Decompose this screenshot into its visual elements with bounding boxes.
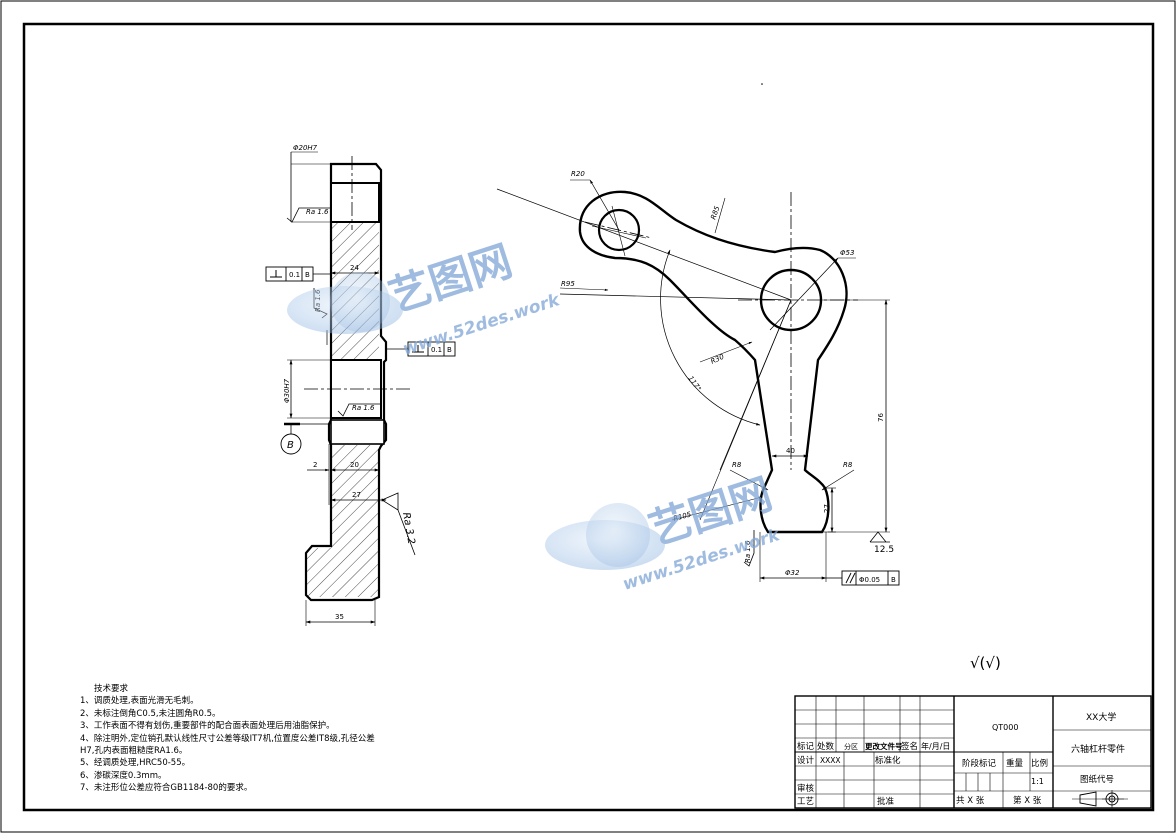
perp-tolerance-frame: 0.1 B: [265, 266, 331, 282]
tb-company: XX大学: [1086, 711, 1116, 723]
perp-tol-datum: B: [305, 271, 310, 279]
tb-review: 审核: [797, 783, 815, 794]
dim-20-label: 20: [350, 461, 359, 469]
tb-process: 工艺: [797, 797, 814, 807]
side-section-view: Φ20H7 Ra 1.6 0.1 B 24 Ra 1.6: [265, 144, 456, 626]
bore-lower-label: Φ30H7: [283, 378, 291, 403]
tb-sign: 签名: [901, 741, 918, 752]
rough-bottom-label: Ra 1.6: [744, 540, 752, 563]
rough-right-symbol: [869, 531, 890, 543]
r105-leader: [671, 496, 763, 521]
tb-drawing-code: QT000: [992, 723, 1018, 732]
tech-title: 技术要求: [94, 684, 129, 694]
rough-bore-lower-symbol: [337, 403, 381, 417]
rough-bottom-symbol: [743, 530, 755, 567]
rough-side-symbol: [381, 492, 416, 556]
rough-bore-lower-label: Ra 1.6: [352, 404, 375, 412]
tb-date: 年/月/日: [921, 741, 950, 751]
tech-item: 3、工作表面不得有划伤,重要部件的配合面表面处理后用油脂保护。: [80, 721, 335, 732]
lower-groove: [330, 419, 385, 445]
r85-leader: [714, 197, 726, 234]
dim-24-label: 24: [350, 264, 359, 272]
par-tol-value: Φ0.05: [859, 576, 880, 584]
perp-tol-value: 0.1: [289, 271, 300, 279]
hatch-foot: [307, 548, 331, 597]
rough-right-label: 12.5: [874, 545, 894, 555]
dim-76-label: 76: [877, 413, 885, 422]
r8-left-label: R8: [732, 461, 742, 469]
watermark-sphere-2: [586, 503, 650, 567]
perp-tol-right-datum: B: [447, 346, 452, 354]
perp-tolerance-frame-right: 0.1 B: [386, 341, 456, 357]
r30-label: R30: [709, 353, 725, 366]
tech-item: 6、渗碳深度0.3mm。: [80, 770, 167, 781]
tb-zone: 分区: [844, 742, 858, 751]
tb-sheet-no: 第 X 张: [1013, 795, 1042, 806]
tb-change-doc: 更改文件号: [865, 741, 903, 751]
tb-mark: 标记: [797, 741, 815, 752]
inner-frame: [22, 22, 1155, 812]
datum-label: B: [287, 440, 294, 451]
r85-label: R85: [709, 204, 721, 220]
plan-view: R20 R85 R95 Φ53 R30 117° 76 40 R8 R8 R10…: [496, 170, 900, 586]
d53-label: Φ53: [840, 249, 854, 257]
title-block: [794, 695, 1152, 809]
tech-item: 7、未注形位公差应符合GB1184-80的要求。: [80, 783, 253, 794]
dim-27-plan-label: 27: [823, 504, 831, 513]
rough-side-label: Ra 3.2: [400, 512, 416, 546]
tech-item: 5、经调质处理,HRC50-55。: [80, 758, 191, 769]
dim-40-label: 40: [786, 447, 795, 455]
angle-label: 117°: [686, 375, 702, 393]
tb-ratio: 比例: [1031, 758, 1048, 769]
tb-scale-value: 1:1: [1031, 777, 1044, 786]
rough-upper-symbol: [286, 207, 330, 223]
plan-long-ref: [496, 188, 792, 301]
surface-finish-note: √(√): [970, 654, 1001, 672]
tb-stage-mark: 阶段标记: [962, 758, 997, 769]
tech-item: H7,孔内表面粗糙度RA1.6。: [80, 746, 188, 757]
bore-upper-label: Φ20H7: [293, 144, 318, 152]
technical-requirements: 技术要求 1、调质处理,表面光滑无毛刺。 2、未标注倒角C0.5,未注圆角R0.…: [80, 683, 500, 795]
tb-designer: XXXX: [820, 756, 841, 765]
plan-ref-horizontal: [559, 293, 792, 301]
dim-32-label: Φ32: [785, 569, 800, 577]
tech-item: 1、调质处理,表面光滑无毛刺。: [80, 696, 199, 707]
upper-bore: [330, 182, 380, 223]
r95-leader: [559, 287, 609, 291]
title-block-text: 标记 处数 分区 更改文件号 签名 年/月/日 设计 XXXX 标准化 审核 工…: [797, 711, 1125, 807]
angle-arc: [660, 249, 761, 426]
tb-design: 设计: [797, 755, 815, 766]
r8-right-label: R8: [843, 461, 853, 469]
dim-35-label: 35: [335, 613, 344, 621]
tb-approve: 批准: [877, 796, 895, 807]
tb-standardize: 标准化: [875, 755, 901, 766]
perp-tol-right-value: 0.1: [431, 346, 442, 354]
dim-27-label: 27: [352, 491, 361, 499]
projection-symbol: [1079, 791, 1097, 807]
tech-item: 2、未标注倒角C0.5,未注圆角R0.5。: [80, 708, 221, 719]
r20-label: R20: [571, 170, 585, 178]
rough-upper-label: Ra 1.6: [306, 208, 329, 216]
tb-drawing-no-label: 图纸代号: [1080, 774, 1114, 785]
tb-weight: 重量: [1006, 758, 1024, 769]
r30-leader: [699, 341, 753, 363]
tb-part-name: 六轴杠杆零件: [1071, 743, 1125, 755]
datum-circle: [280, 433, 302, 455]
small-hole: [597, 208, 641, 252]
par-tol-datum: B: [891, 576, 896, 584]
parallel-tolerance-frame: Φ0.05 B: [826, 570, 900, 586]
dim-2-label: 2: [313, 461, 317, 469]
watermark-sphere-1: [330, 272, 390, 332]
stray-dot: [761, 83, 763, 85]
r8-right-leader: [821, 469, 855, 491]
r95-label: R95: [561, 280, 575, 288]
tech-item: 4、除注明外,定位销孔默认线性尺寸公差等级IT7机,位置度公差IT8级,孔径公差: [80, 733, 375, 744]
tb-sheets-total: 共 X 张: [956, 796, 985, 806]
tb-count: 处数: [817, 741, 835, 752]
hatch-mid: [331, 336, 379, 360]
r8-left-leader: [729, 469, 769, 491]
